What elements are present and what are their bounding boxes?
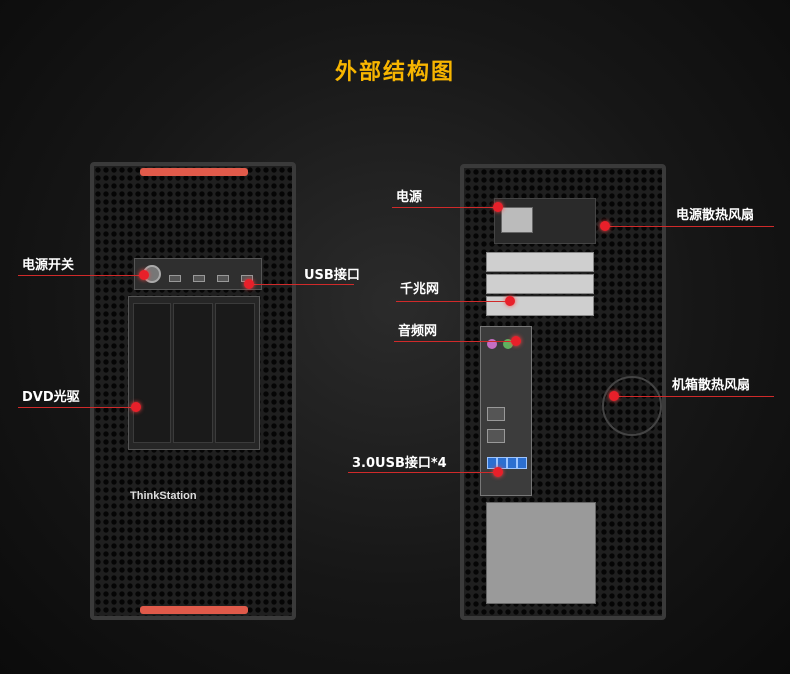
front-io-panel: [134, 258, 262, 290]
callout-line: [348, 472, 498, 473]
page-title: 外部结构图: [334, 60, 455, 85]
drive-bay: [173, 303, 213, 443]
label-dvd-drive: DVD光驱: [22, 390, 80, 405]
callout-dot: [511, 336, 521, 346]
callout-dot: [139, 270, 149, 280]
label-audio: 音频网: [398, 324, 438, 339]
case-fan: [602, 376, 662, 436]
label-case-fan: 机箱散热风扇: [672, 378, 751, 393]
rear-tower-image: [460, 164, 666, 620]
thinkstation-logo: ThinkStation: [130, 490, 197, 502]
front-tower-image: ThinkStation: [90, 162, 296, 620]
callout-dot: [131, 402, 141, 412]
callout-line: [396, 301, 510, 302]
psu-area: [494, 198, 596, 244]
label-power-switch: 电源开关: [22, 258, 75, 273]
dvd-drive: [133, 303, 171, 443]
top-handle: [140, 168, 248, 176]
label-gigabit-lan: 千兆网: [400, 282, 440, 297]
bottom-handle: [140, 606, 248, 614]
drive-bay: [215, 303, 255, 443]
callout-line: [614, 396, 774, 397]
callout-line: [392, 207, 498, 208]
usb3-port: [507, 457, 517, 469]
ps2-port: [487, 339, 497, 349]
label-usb3-ports: 3.0USB接口*4: [352, 456, 447, 471]
drive-bay-panel: [128, 296, 260, 450]
expansion-slot: [486, 274, 594, 294]
callout-dot: [244, 279, 254, 289]
front-usb-port: [217, 275, 229, 282]
expansion-slot: [486, 252, 594, 272]
front-usb-port: [169, 275, 181, 282]
ps2-port: [503, 339, 513, 349]
rear-io-shield: [480, 326, 532, 496]
lan-port: [487, 407, 505, 421]
label-usb-port: USB接口: [304, 268, 360, 283]
callout-dot: [493, 202, 503, 212]
label-power-supply: 电源: [396, 190, 423, 205]
label-psu-fan: 电源散热风扇: [676, 208, 755, 223]
callout-line: [604, 226, 774, 227]
callout-dot: [505, 296, 515, 306]
graphics-card: [486, 502, 596, 604]
usb3-port: [487, 457, 497, 469]
callout-dot: [493, 467, 503, 477]
lan-port: [487, 429, 505, 443]
callout-line: [394, 341, 516, 342]
callout-line: [248, 284, 354, 285]
front-usb-port: [193, 275, 205, 282]
usb3-port: [517, 457, 527, 469]
callout-dot: [609, 391, 619, 401]
callout-line: [18, 275, 144, 276]
expansion-slot: [486, 296, 594, 316]
callout-dot: [600, 221, 610, 231]
power-inlet: [501, 207, 533, 233]
callout-line: [18, 407, 136, 408]
